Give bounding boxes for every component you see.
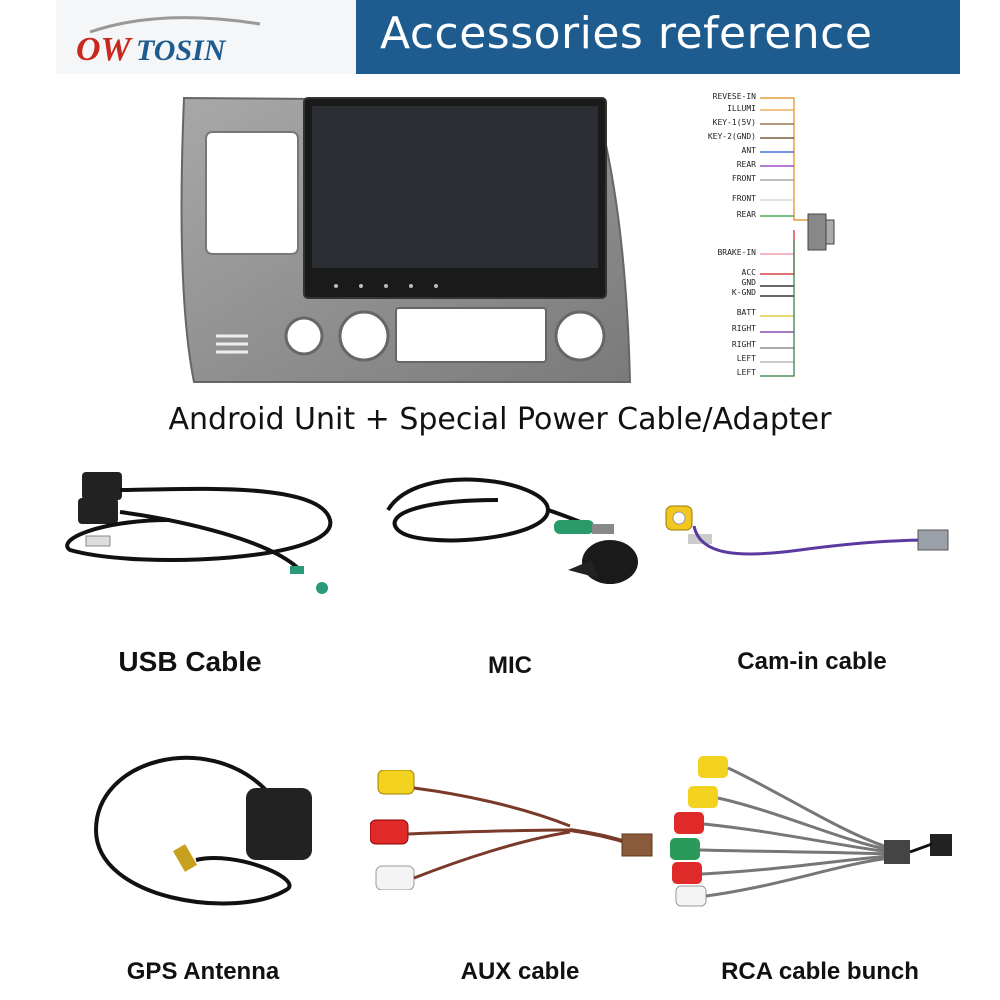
wire-label: ACC	[741, 268, 756, 277]
mic-label: MIC	[488, 652, 532, 679]
gps-antenna-label: GPS Antenna	[126, 958, 280, 985]
wire-label: GND	[741, 278, 756, 287]
svg-text:TOSIN: TOSIN	[136, 34, 227, 67]
rca-cable-bunch-image	[670, 756, 952, 907]
wiring-diagram: REVESE-IN ILLUMI KEY-1(5V) KEY-2(GND) AN…	[700, 90, 840, 390]
wire-label: KEY-1(5V)	[712, 118, 756, 127]
main-caption: Android Unit + Special Power Cable/Adapt…	[168, 402, 832, 437]
gps-antenna-image	[93, 755, 312, 906]
wire-label: RIGHT	[731, 340, 756, 349]
wire-label: LEFT	[736, 354, 756, 363]
header-banner: OW TOSIN Accessories reference	[56, 0, 960, 74]
wire-label: REAR	[736, 160, 756, 169]
wire-label: ANT	[741, 146, 756, 155]
wire-label: BRAKE-IN	[717, 248, 756, 257]
wire-label: ILLUMI	[727, 104, 756, 113]
android-unit-image	[180, 96, 632, 383]
wire-label: REVESE-IN	[712, 92, 756, 101]
cam-in-cable-image	[665, 505, 949, 556]
page-title: Accessories reference	[380, 8, 873, 59]
rca-cable-bunch-label: RCA cable bunch	[721, 958, 919, 985]
cam-in-cable-label: Cam-in cable	[737, 648, 887, 675]
aux-cable-label: AUX cable	[460, 958, 580, 985]
wire-label: RIGHT	[731, 324, 756, 333]
wire-label: REAR	[736, 210, 756, 219]
aux-cable-image	[370, 770, 653, 890]
wire-label: LEFT	[736, 368, 756, 377]
owtosin-logo: OW TOSIN	[76, 16, 261, 68]
wire-harness-drawing	[760, 97, 835, 377]
wire-label: FRONT	[731, 174, 756, 183]
wire-label: K-GND	[731, 288, 756, 297]
wire-label: KEY-2(GND)	[707, 132, 756, 141]
mic-image	[386, 477, 638, 584]
wire-label: BATT	[736, 308, 756, 317]
svg-text:OW: OW	[76, 31, 134, 68]
usb-cable-image	[65, 472, 333, 594]
usb-cable-label: USB Cable	[118, 646, 262, 677]
wire-label: FRONT	[731, 194, 756, 203]
logo-area: OW TOSIN	[56, 0, 356, 74]
